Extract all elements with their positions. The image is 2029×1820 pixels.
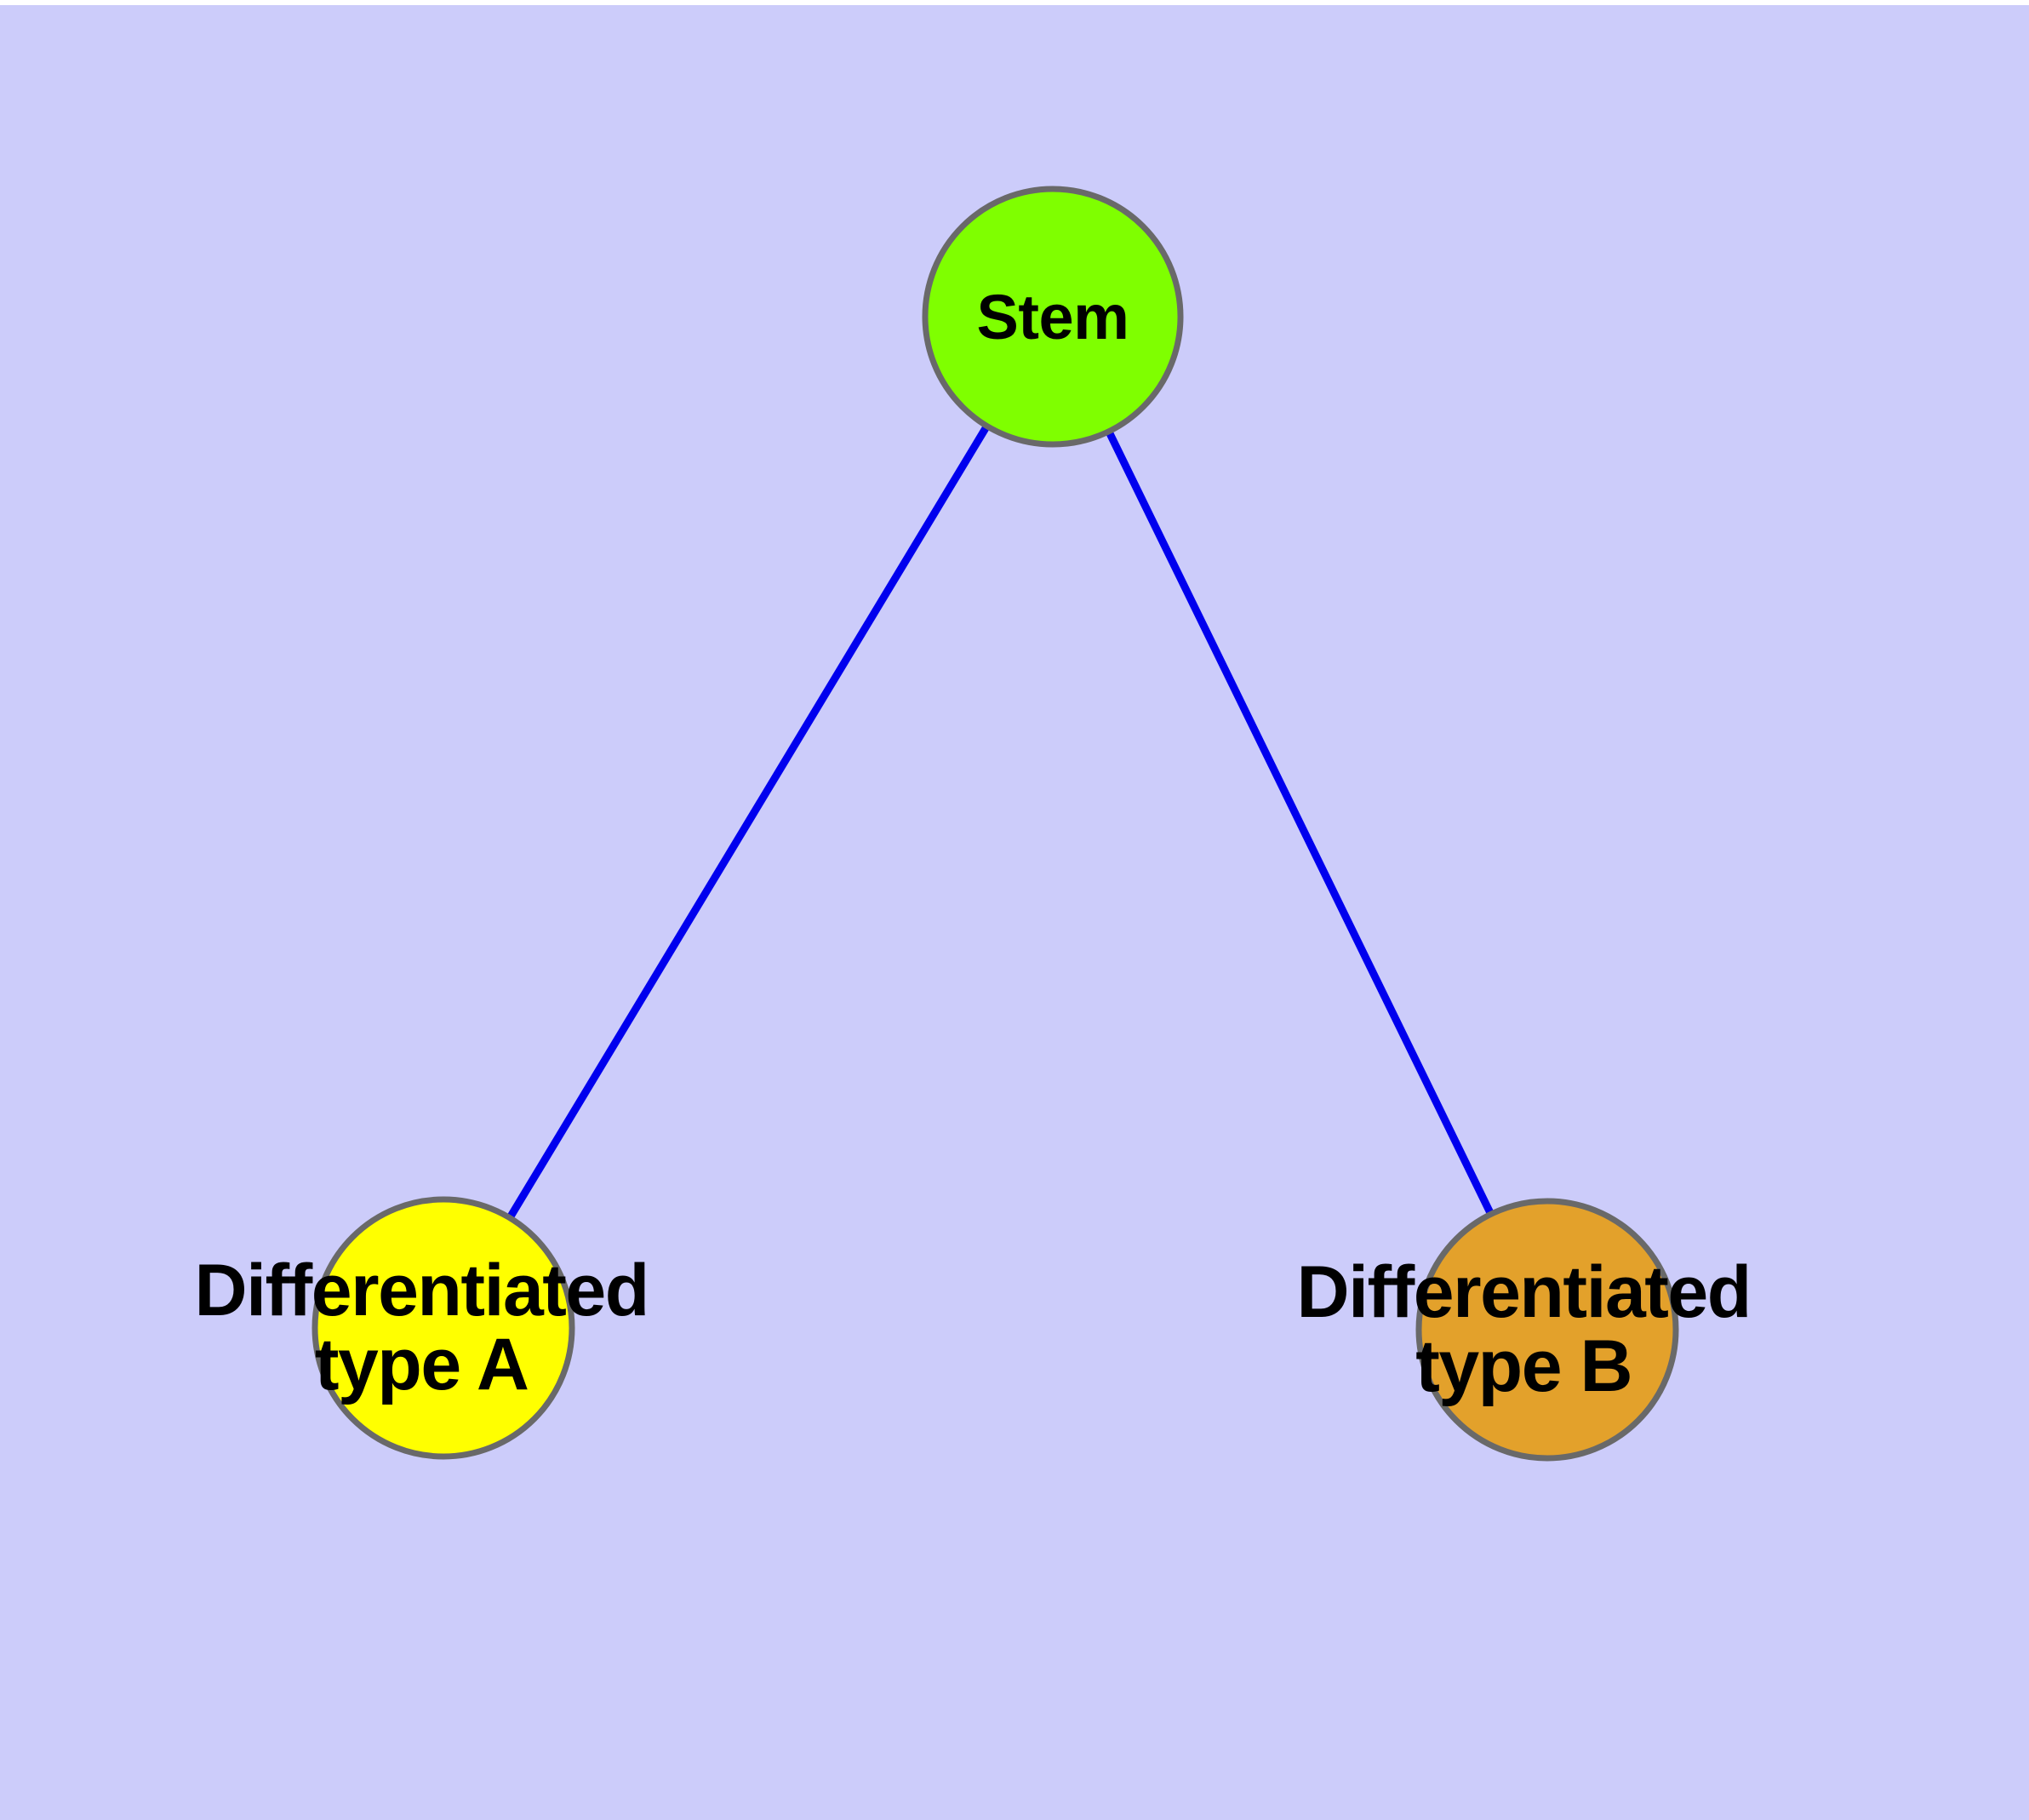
graph-edge-stem-to-diff-b [1049,315,1552,1331]
edge-layer [440,314,1552,1331]
node-layer [311,186,1679,1462]
graph-node-stem[interactable] [922,186,1184,448]
graph-node-diff_a[interactable] [311,1196,575,1460]
graph-node-diff_b[interactable] [1415,1198,1679,1462]
graph-edge-stem-to-diff-a [440,314,1056,1331]
